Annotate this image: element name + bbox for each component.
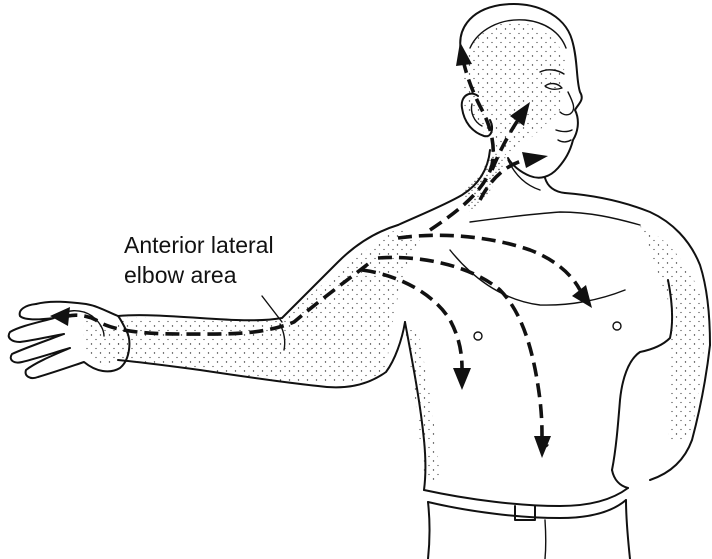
arrow-head-jaw bbox=[522, 152, 548, 168]
left-nipple bbox=[474, 332, 482, 340]
waist-right bbox=[612, 470, 628, 488]
arrow-head-right-chest bbox=[572, 285, 592, 308]
elbow-area-label: Anterior lateral elbow area bbox=[124, 230, 274, 290]
right-arm-inner bbox=[612, 280, 672, 470]
clavicle bbox=[470, 212, 640, 225]
stipple-torso-right bbox=[640, 225, 705, 440]
lower-lip bbox=[558, 140, 571, 142]
trouser-left bbox=[428, 502, 430, 559]
mouth bbox=[556, 130, 572, 132]
stipple-torso-left bbox=[405, 330, 440, 480]
waistband bbox=[424, 488, 628, 518]
label-leader-line bbox=[262, 296, 282, 322]
trouser-fly bbox=[545, 520, 546, 559]
arrow-head-abdomen bbox=[534, 436, 551, 458]
label-line-1: Anterior lateral bbox=[124, 230, 274, 260]
arrow-head-left-chest bbox=[453, 368, 471, 390]
stipple-head bbox=[462, 22, 565, 155]
right-nipple bbox=[613, 322, 621, 330]
label-line-2: elbow area bbox=[124, 260, 274, 290]
arrow-head-hand bbox=[50, 307, 70, 326]
nose bbox=[560, 92, 574, 115]
pectoral-line bbox=[450, 250, 625, 305]
neck-front bbox=[545, 178, 565, 193]
trouser-right bbox=[626, 500, 630, 559]
